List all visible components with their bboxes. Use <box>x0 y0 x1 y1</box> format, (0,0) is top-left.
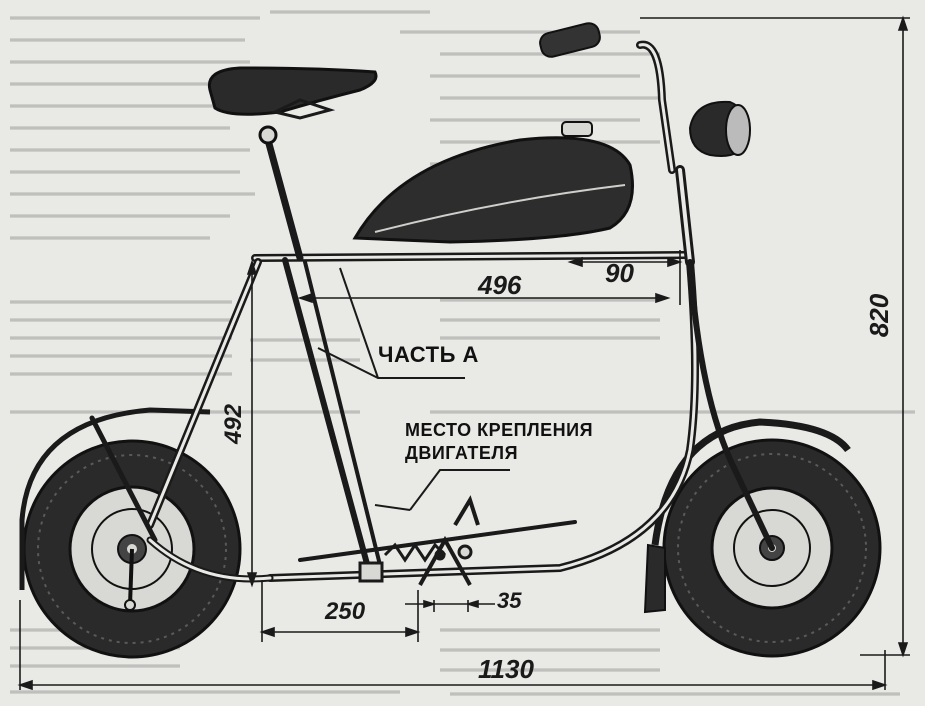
strut <box>282 257 373 578</box>
dimension-top-tube: 496 <box>478 270 522 300</box>
engine-mount <box>358 495 480 586</box>
dimension-overall-height: 820 <box>864 293 895 338</box>
callout-leaders <box>317 267 510 511</box>
steering-fork <box>636 40 775 551</box>
fork <box>687 259 775 551</box>
dimension-steering-offset: 90 <box>605 258 634 288</box>
part-a-label: ЧАСТЬ А <box>378 342 479 367</box>
frame <box>89 136 699 583</box>
fuel-tank <box>352 121 634 244</box>
dimension-seat-height: 492 <box>220 403 248 445</box>
engine-mount-label-line2: ДВИГАТЕЛЯ <box>405 443 519 463</box>
mud-flap <box>643 543 666 614</box>
dimension-lines <box>17 15 910 691</box>
front-fender <box>651 418 851 546</box>
handlebar-grip <box>539 22 601 58</box>
rear-stay <box>89 415 158 543</box>
chain-stay <box>298 520 577 562</box>
rear-wheel <box>22 439 242 659</box>
rear-fender <box>19 407 211 590</box>
engine-mount-label-line1: МЕСТО КРЕПЛЕНИЯ <box>405 420 594 440</box>
dimension-lower-section: 250 <box>325 598 366 625</box>
headlight <box>688 100 751 157</box>
seat <box>207 66 378 145</box>
dimension-gap: 35 <box>497 588 522 613</box>
seat-post <box>264 136 304 262</box>
dimension-overall-length: 1130 <box>478 654 534 684</box>
